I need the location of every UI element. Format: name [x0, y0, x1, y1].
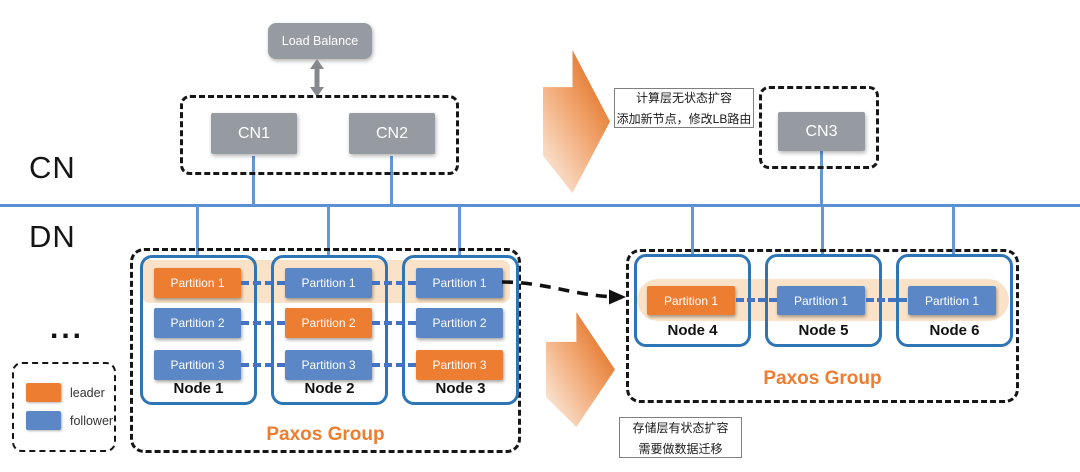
- node3-partition1-box: Partition 1: [416, 268, 503, 298]
- partition2-link-n2n3: [372, 321, 416, 325]
- storage-scaleout-arrow-icon: [546, 312, 615, 427]
- node-1-label: Node 1: [173, 380, 224, 397]
- dn-link-line-node3: [458, 206, 461, 256]
- compute-scaleout-arrow-icon: [543, 50, 610, 193]
- compute-callout-line2: 添加新节点，修改LB路由: [616, 112, 752, 126]
- node-3-box: Node 3: [402, 255, 519, 405]
- node-6-label: Node 6: [929, 322, 980, 339]
- node2-partition3-box: Partition 3: [285, 350, 372, 380]
- node2-partition1-box: Partition 1: [285, 268, 372, 298]
- dn-link-line-node2: [327, 206, 330, 256]
- cn3-dashed-box: [759, 86, 879, 169]
- right-paxos-group-title: Paxos Group: [763, 368, 882, 389]
- cn-layer-label: CN: [29, 150, 76, 185]
- node2-partition2-box: Partition 2: [285, 308, 372, 338]
- compute-callout-line1: 计算层无状态扩容: [635, 91, 732, 105]
- node4-partition1-box: Partition 1: [647, 286, 735, 315]
- storage-callout-line1: 存储层有状态扩容: [632, 420, 729, 435]
- node6-partition1-box: Partition 1: [908, 286, 996, 315]
- load-balance-box: Load Balance: [268, 23, 372, 59]
- node3-partition3-box: Partition 3: [416, 350, 503, 380]
- legend-leader-swatch: [26, 383, 61, 402]
- lb-cn-double-arrow-icon: [310, 59, 324, 97]
- left-paxos-group-title: Paxos Group: [266, 424, 385, 445]
- left-paxos-dashed-box: [130, 248, 521, 453]
- node-5-label: Node 5: [798, 322, 849, 339]
- migration-dashed-arrow-icon: [501, 280, 626, 305]
- more-nodes-ellipsis: ...: [50, 312, 85, 345]
- dn-link-line-node6: [952, 206, 955, 255]
- node1-partition3-box: Partition 3: [154, 350, 241, 380]
- partition1-link-n2n3: [372, 281, 416, 285]
- legend-leader-label: leader: [70, 386, 105, 400]
- dn-link-line-node4: [691, 206, 694, 255]
- node-2-box: Node 2: [271, 255, 388, 405]
- node-1-box: Node 1: [140, 255, 257, 405]
- cn3-link-line: [820, 150, 823, 205]
- partition1-link-n1n2: [241, 281, 285, 285]
- legend-box: leader follower: [12, 362, 116, 452]
- cn2-link-line: [390, 156, 393, 205]
- node-2-label: Node 2: [304, 380, 355, 397]
- cn1-box: CN1: [211, 113, 297, 154]
- node1-partition2-box: Partition 2: [154, 308, 241, 338]
- partition3-link-n1n2: [241, 363, 285, 367]
- dn-link-line-node1: [196, 206, 199, 256]
- legend-follower-label: follower: [70, 414, 114, 428]
- legend-follower-swatch: [26, 411, 61, 430]
- cn2-box: CN2: [349, 113, 435, 154]
- node3-partition2-box: Partition 2: [416, 308, 503, 338]
- partition1-link-n5n6: [866, 298, 907, 302]
- cn3-box: CN3: [778, 112, 865, 151]
- cn-cluster-dashed-box: [180, 95, 459, 175]
- node5-partition1-box: Partition 1: [777, 286, 865, 315]
- dn-layer-label: DN: [29, 219, 76, 254]
- right-paxos-dashed-box: [626, 249, 1019, 403]
- storage-scaleout-callout: 存储层有状态扩容 需要做数据迁移: [619, 417, 742, 458]
- storage-callout-line2: 需要做数据迁移: [638, 441, 723, 456]
- node1-partition1-box: Partition 1: [154, 268, 241, 298]
- node-4-label: Node 4: [667, 322, 718, 339]
- compute-scaleout-callout: 计算层无状态扩容 添加新节点，修改LB路由: [614, 88, 754, 128]
- dn-link-line-node5: [821, 206, 824, 255]
- cn1-link-line: [252, 156, 255, 205]
- partition1-link-n4n5: [736, 298, 777, 302]
- layer-divider-line: [0, 204, 1080, 207]
- partition3-link-n2n3: [372, 363, 416, 367]
- node-3-label: Node 3: [435, 380, 486, 397]
- partition2-link-n1n2: [241, 321, 285, 325]
